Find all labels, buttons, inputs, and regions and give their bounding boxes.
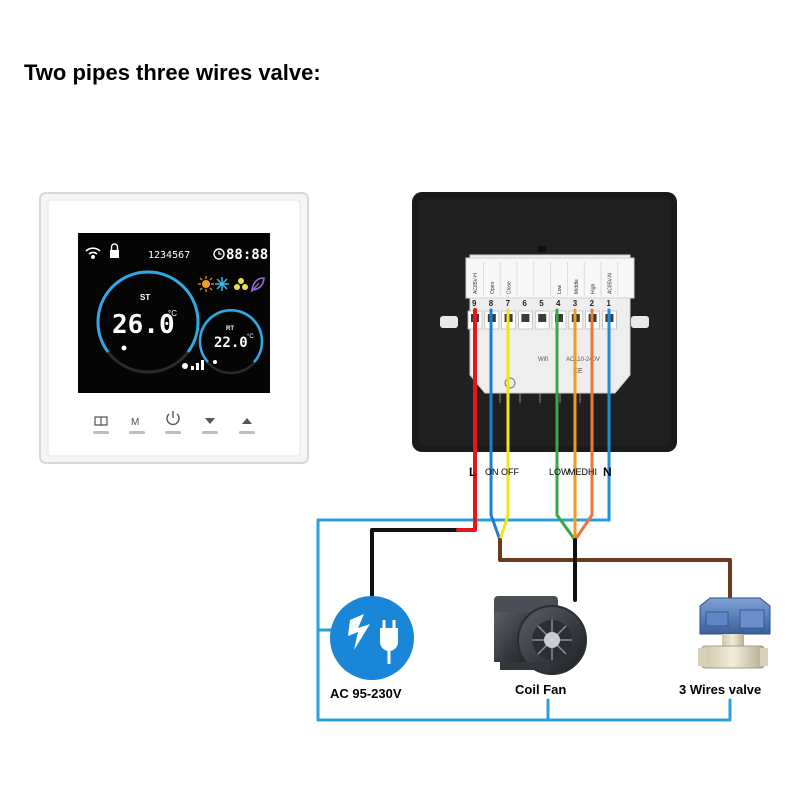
terminal-number-5: 5: [539, 299, 544, 308]
terminal-label-2: High: [591, 283, 597, 294]
diagram-title: Two pipes three wires valve:: [24, 60, 321, 85]
clock-icon: [213, 248, 225, 260]
valve-wire: [498, 538, 732, 602]
device-label-fan: Coil Fan: [515, 682, 566, 697]
terminal-label-1: AC85V-N: [607, 273, 613, 294]
phase-line-wire: [370, 528, 460, 602]
terminal-number-7: 7: [506, 299, 511, 308]
fan-mode-icon: [234, 278, 248, 290]
wire-label-HI: HI: [588, 467, 597, 477]
thermostat-front: 1234567 88:88 ST 26.0 °C: [39, 192, 309, 464]
wire-label-L: L: [469, 465, 476, 479]
thermostat-back: AC85V-H Open Close Low Middle High AC85V-N 9 8 7…: [412, 192, 677, 452]
terminal-label-4: Low: [557, 284, 563, 294]
wire-labels: L ON OFF LOW MED HI N: [469, 465, 612, 479]
up-button[interactable]: [239, 418, 255, 434]
terminal-numbers: 9 8 7 6 5 4 3 2 1: [472, 299, 611, 308]
wire-label-MED: MED: [568, 467, 589, 477]
room-temp-value: 22.0: [214, 335, 248, 351]
mode-button[interactable]: M: [129, 417, 145, 434]
fan-speed-indicator: [182, 360, 204, 370]
power-button[interactable]: [165, 411, 181, 434]
lock-icon: [110, 243, 119, 258]
clock-display: 88:88: [226, 247, 268, 263]
wire-label-ON: ON: [485, 467, 499, 477]
wire-L: [456, 308, 477, 532]
wifi-icon: [85, 247, 101, 260]
wire-label-LOW: LOW: [549, 467, 570, 477]
ce-marking: CE: [573, 368, 583, 375]
set-temp-value: 26.0: [112, 310, 175, 340]
wifi-marking: Wifi: [538, 357, 548, 363]
terminal-number-4: 4: [556, 299, 561, 308]
coil-fan-device: [494, 596, 587, 675]
terminal-number-9: 9: [472, 299, 477, 308]
wire-HI: [573, 308, 594, 542]
three-wire-valve-device: [698, 597, 771, 669]
room-label: RT: [226, 326, 234, 332]
power-icon: [166, 411, 180, 426]
mode-button-label: M: [131, 417, 139, 428]
snowflake-icon: [215, 277, 229, 291]
set-temp-ring: [96, 270, 200, 374]
module-pins: [499, 393, 581, 403]
status-digits: 1234567: [148, 250, 190, 261]
logo-icon: [504, 377, 516, 389]
terminal-top-labels: AC85V-H Open Close Low Middle High AC85V-N: [473, 262, 619, 296]
terminal-number-1: 1: [606, 299, 611, 308]
wire-LOW: [555, 308, 577, 542]
terminal-label-3: Middle: [574, 279, 580, 294]
screw-hole-5: [538, 314, 547, 322]
terminal-number-2: 2: [590, 299, 595, 308]
down-button[interactable]: [202, 418, 218, 434]
ac-power-device: [330, 596, 414, 680]
wires: [316, 308, 732, 722]
wire-label-N: N: [603, 465, 612, 479]
screw-hole-4: [555, 314, 563, 322]
down-triangle-icon: [205, 418, 215, 424]
up-triangle-icon: [242, 418, 252, 424]
power-plug-icon: [330, 596, 414, 680]
room-temp-ring: [198, 309, 264, 375]
device-label-power: AC 95-230V: [330, 686, 402, 701]
wire-ON: [489, 308, 502, 542]
eco-leaf-icon: [250, 277, 265, 293]
terminal-label-8: Open: [490, 282, 496, 294]
terminal-label-7: Close: [507, 281, 513, 294]
screw-hole-6: [521, 314, 530, 322]
device-label-valve: 3 Wires valve: [679, 682, 761, 697]
room-temp-unit: °C: [247, 334, 254, 340]
set-label: ST: [140, 293, 150, 302]
terminal-number-6: 6: [522, 299, 527, 308]
sun-icon: [198, 276, 214, 292]
terminal-label-9: AC85V-H: [473, 273, 479, 294]
book-button[interactable]: [93, 416, 109, 434]
wire-OFF: [498, 308, 510, 542]
book-icon: [94, 416, 108, 426]
set-temp-unit: °C: [168, 309, 177, 318]
rating-marking: AC110-240V: [566, 357, 600, 363]
terminal-number-8: 8: [489, 299, 494, 308]
terminal-number-3: 3: [573, 299, 578, 308]
wire-label-OFF: OFF: [501, 467, 519, 477]
